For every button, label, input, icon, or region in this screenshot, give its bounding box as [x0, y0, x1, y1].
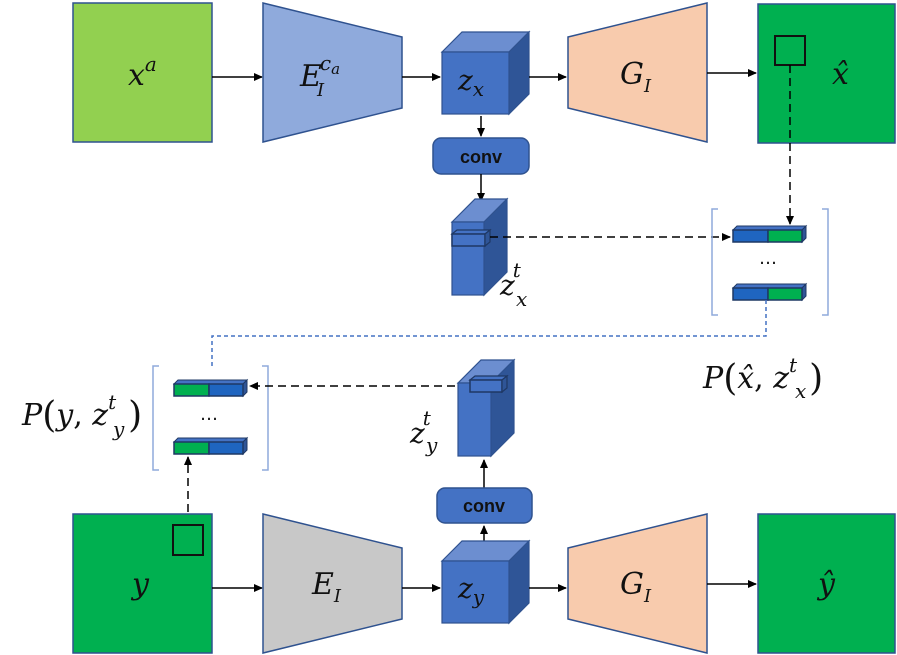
- feature-zyt-label: zt: [409, 406, 432, 450]
- input-y-patch: [172, 524, 204, 556]
- pair-left-label-sub: y: [112, 417, 125, 441]
- pair-left-bottom: [172, 436, 249, 456]
- pair-set-left: …: [152, 365, 269, 471]
- latent-zy-label: zy: [457, 572, 485, 609]
- pair-right-label: P(x̂, zt): [702, 353, 823, 399]
- generator-bottom-trapezoid: [567, 513, 708, 654]
- encoder-identity-trapezoid: [262, 513, 403, 654]
- pair-right-ellipsis: …: [759, 248, 777, 269]
- feature-zxt-slice: [450, 228, 492, 248]
- pair-left-label: P(y, zt): [21, 390, 142, 436]
- pair-left-ellipsis: …: [200, 404, 218, 425]
- pair-right-top: [731, 224, 808, 244]
- output-xhat-box: [757, 3, 896, 144]
- encoder-identity-label: EI: [311, 567, 342, 607]
- feature-zxt-sub: x: [516, 287, 527, 311]
- pair-set-right: …: [711, 208, 829, 316]
- latent-zx-label: zx: [457, 64, 484, 101]
- output-xhat-label: x̂: [832, 57, 849, 92]
- pair-left-top: [172, 378, 249, 398]
- latent-zx-cube: [440, 30, 531, 116]
- feature-zxt-label: zt: [499, 258, 522, 302]
- feature-zxt-block: [450, 197, 509, 297]
- feature-zyt-sub: y: [425, 433, 438, 457]
- encoder-content-trapezoid: [262, 2, 403, 143]
- conv-bottom-label: conv: [463, 496, 505, 516]
- dashed-link-pair-sets: [211, 300, 767, 366]
- input-y-label: y: [130, 567, 150, 602]
- latent-zy-cube: [440, 539, 531, 625]
- conv-bottom-box: [436, 487, 533, 524]
- output-yhat-box: [757, 513, 896, 654]
- input-y-box: [72, 513, 213, 654]
- generator-top-trapezoid: [567, 2, 708, 143]
- feature-zyt-slice: [468, 374, 509, 394]
- conv-top-label: conv: [460, 147, 502, 167]
- input-xa-label: xa: [128, 52, 157, 93]
- pair-right-bottom: [731, 282, 808, 302]
- input-xa-box: [72, 2, 213, 143]
- generator-top-label: GI: [620, 57, 652, 97]
- encoder-content-sub: I: [316, 80, 325, 101]
- feature-zyt-block: [456, 358, 516, 458]
- generator-bottom-label: GI: [620, 567, 652, 607]
- pair-right-label-sub: x: [795, 379, 806, 403]
- encoder-content-label: Eca: [299, 51, 340, 94]
- output-yhat-label: ŷ: [816, 567, 836, 602]
